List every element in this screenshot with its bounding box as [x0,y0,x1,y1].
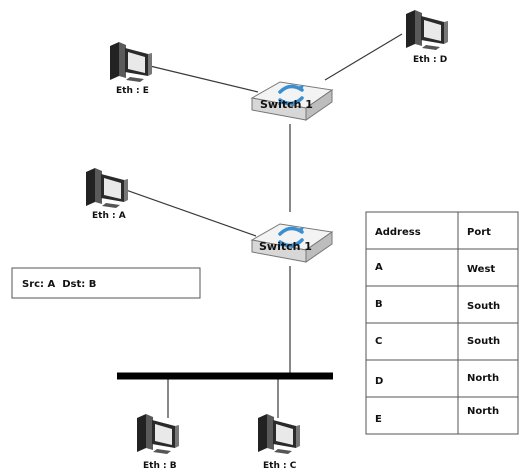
computer-tower-icon [137,414,179,454]
table-row: E North [375,406,499,425]
table-row: B South [375,299,500,312]
computer-tower-icon [110,42,152,82]
host-d: Eth : D [406,10,448,65]
table-row: D North [375,373,499,387]
table-cell-address: D [375,376,383,387]
computer-tower-icon [258,414,300,454]
host-a: Eth : A [86,168,128,221]
table-cell-port: West [467,264,495,275]
frame-label: Src: A Dst: B [22,279,96,290]
switch-label-bottom: Switch 1 [259,240,312,253]
table-cell-address: E [375,414,382,425]
host-label-e: Eth : E [116,86,149,96]
host-b: Eth : B [137,414,179,471]
link-a-switch2 [125,189,257,237]
table-row: C South [375,336,500,347]
table-cell-address: A [375,262,383,273]
table-header-address: Address [375,227,421,238]
table-cell-address: C [375,336,382,347]
computer-tower-icon [406,10,448,50]
link-d-switch1 [324,33,403,81]
frame-box: Src: A Dst: B [11,267,201,299]
table-header-port: Port [467,227,491,238]
switch-bottom: Switch 1 [250,222,334,264]
host-label-a: Eth : A [92,211,126,221]
table-cell-address: B [375,299,383,310]
host-label-b: Eth : B [143,461,177,471]
computer-tower-icon [86,168,128,208]
table-cell-port: North [467,406,499,417]
host-label-c: Eth : C [263,461,297,471]
host-c: Eth : C [258,414,300,471]
table-cell-port: South [467,336,500,347]
switch-label-top: Switch 1 [260,98,313,111]
frame-border [11,267,201,299]
link-e-switch1 [149,65,259,93]
host-label-d: Eth : D [413,55,447,65]
forwarding-table: Address Port A West B South C South D No… [365,211,519,435]
host-e: Eth : E [110,42,152,96]
table-row: A West [375,262,495,275]
table-cell-port: South [467,301,500,312]
switch-top: Switch 1 [250,80,334,122]
table-cell-port: North [467,373,499,384]
